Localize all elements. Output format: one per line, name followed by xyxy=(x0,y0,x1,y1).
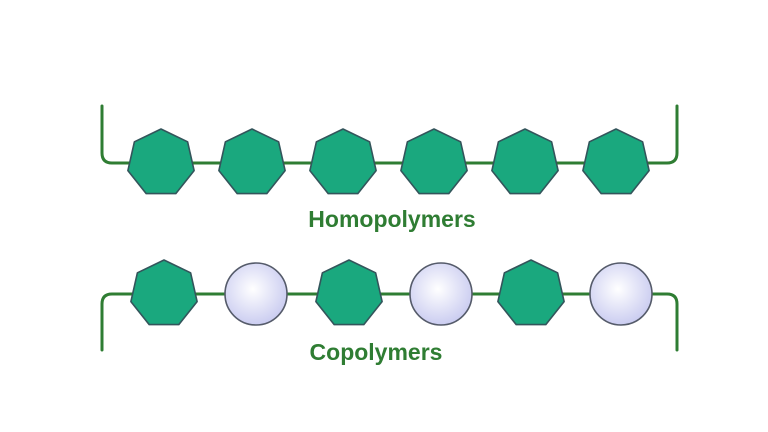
monomer-heptagon xyxy=(309,128,377,195)
monomer-heptagon xyxy=(218,128,286,195)
monomer-heptagon xyxy=(497,259,565,326)
copolymer-chain xyxy=(100,259,679,352)
homopolymer-label: Homopolymers xyxy=(308,206,475,232)
monomer-circle xyxy=(589,262,653,326)
monomer-heptagon xyxy=(130,259,198,326)
monomer-circle xyxy=(409,262,473,326)
monomer-heptagon xyxy=(127,128,195,195)
chain-backbone xyxy=(100,104,679,165)
monomer-circle xyxy=(224,262,288,326)
monomer-heptagon xyxy=(315,259,383,326)
monomer-heptagon xyxy=(400,128,468,195)
copolymer-label: Copolymers xyxy=(310,339,443,365)
chain-backbone xyxy=(100,292,679,352)
monomer-heptagon xyxy=(582,128,650,195)
homopolymer-chain xyxy=(100,104,679,195)
monomer-heptagon xyxy=(491,128,559,195)
